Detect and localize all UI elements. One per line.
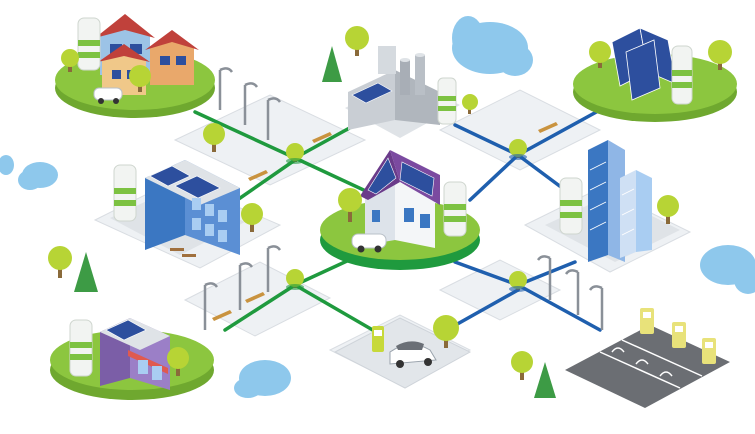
central-home-hub xyxy=(320,150,480,270)
tree-icon xyxy=(129,65,151,92)
car-icon xyxy=(351,233,387,253)
tree-icon xyxy=(345,26,369,56)
cloud-icon xyxy=(452,16,533,76)
tree-icon xyxy=(338,188,362,222)
house-icon xyxy=(145,30,199,85)
tree-icon xyxy=(433,315,459,348)
battery-icon xyxy=(443,181,467,237)
houses-hub xyxy=(55,14,215,118)
cloud-icon xyxy=(18,162,58,190)
street-lamp-icon xyxy=(203,282,219,330)
solar-panel-icon xyxy=(351,82,393,104)
solar-panel-icon xyxy=(105,319,147,341)
bench-icon xyxy=(538,122,558,133)
street-lamp-icon xyxy=(564,269,580,315)
cloud-icon xyxy=(234,360,291,398)
tree-icon xyxy=(48,246,72,278)
bench-icon xyxy=(245,292,265,303)
ev-charger-icon xyxy=(672,322,686,348)
street-lamp-icon xyxy=(238,262,254,310)
ev-charger-icon xyxy=(702,338,716,364)
car-icon xyxy=(389,341,437,368)
battery-icon xyxy=(671,45,693,105)
street-lamp-icon xyxy=(218,67,234,110)
bench-icon xyxy=(212,310,232,321)
parking-hub xyxy=(565,308,730,408)
parking-icon xyxy=(599,339,703,389)
tree-icon xyxy=(286,143,304,164)
street-lamp-icon xyxy=(266,245,282,292)
solar-panel-icon xyxy=(149,165,221,199)
bench-icon xyxy=(248,170,268,181)
car-icon xyxy=(93,87,123,104)
industrial-hub xyxy=(322,26,478,138)
skyscraper-hub xyxy=(545,140,680,262)
clouds xyxy=(0,16,755,398)
tree-icon xyxy=(203,123,225,152)
tree-icon xyxy=(462,94,478,114)
street-lamp-icon xyxy=(588,285,604,330)
tree-icon xyxy=(286,269,304,290)
tree-icon xyxy=(322,46,342,82)
tree-icon xyxy=(509,139,527,160)
tree-icon xyxy=(241,203,263,232)
tree-icon xyxy=(589,41,611,68)
bench-icon xyxy=(312,132,332,143)
tree-icon xyxy=(534,362,556,398)
street-lamp-icon xyxy=(536,255,552,300)
junction-nodes xyxy=(286,139,527,292)
tree-icon xyxy=(167,347,189,376)
tree-icon xyxy=(511,351,533,380)
street-lamp-icon xyxy=(243,82,259,125)
solar-panel-icon xyxy=(611,27,677,101)
solar-farm-hub xyxy=(573,27,737,122)
battery-icon xyxy=(559,177,583,235)
blue-power-lines xyxy=(418,108,602,347)
battery-icon xyxy=(437,77,457,125)
ev-charging-hub xyxy=(333,315,556,398)
ev-charger-icon xyxy=(372,326,384,352)
tree-icon xyxy=(509,271,527,292)
tree-icon xyxy=(74,252,98,292)
left-trees xyxy=(48,246,98,292)
house-icon xyxy=(360,150,440,248)
battery-icon xyxy=(113,164,137,222)
street-lamps xyxy=(203,67,604,330)
battery-icon xyxy=(69,319,93,377)
tree-icon xyxy=(708,40,732,70)
benches xyxy=(212,122,558,321)
factory-icon xyxy=(348,46,440,130)
tree-icon xyxy=(61,49,79,72)
battery-icon xyxy=(77,17,101,71)
office-hub xyxy=(110,123,263,257)
shop-hub xyxy=(50,318,214,400)
cloud-icon xyxy=(700,245,755,294)
cloud-icon xyxy=(0,155,14,175)
tree-icon xyxy=(657,195,679,224)
skyscraper-icon xyxy=(588,140,652,262)
ev-charger-icon xyxy=(640,308,654,334)
street-lamp-icon xyxy=(266,97,282,140)
bench-icon xyxy=(170,248,196,257)
solar-panel-icon xyxy=(367,157,435,197)
